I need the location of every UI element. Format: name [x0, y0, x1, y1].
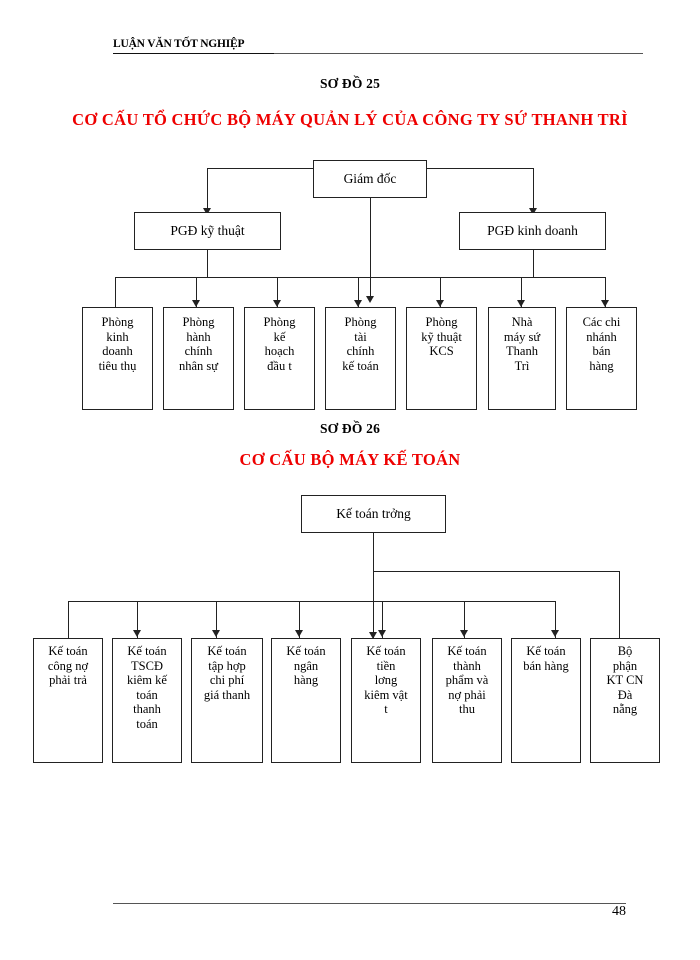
connector-drop-pgd-kt: [207, 168, 208, 210]
figure2-title: CƠ CẤU BỘ MÁY KẾ TOÁN: [239, 450, 461, 469]
header-rule: [113, 53, 643, 54]
connector-acct-4: [299, 601, 300, 638]
arrow-acct-7: [551, 630, 559, 637]
node-accounting-1[interactable]: Kế toán công nợ phải trả: [33, 638, 103, 763]
node-accounting-2-label: Kế toán TSCĐ kiêm kế toán thanh toán: [127, 644, 167, 731]
node-pgd-ky-thuat[interactable]: PGĐ kỹ thuật: [134, 212, 281, 250]
arrow-dept-4: [354, 300, 362, 307]
header-underline: [113, 53, 274, 54]
arrow-acct-6: [460, 630, 468, 637]
node-department-7[interactable]: Các chi nhánh bán hàng: [566, 307, 637, 410]
node-department-6-label: Nhà máy sứ Thanh Trì: [503, 315, 541, 373]
node-accounting-1-label: Kế toán công nợ phải trả: [47, 644, 89, 687]
node-department-2[interactable]: Phòng hành chính nhân sự: [163, 307, 234, 410]
connector-dept-6: [521, 277, 522, 308]
node-accounting-8[interactable]: Bộ phận KT CN Đà nẵng: [590, 638, 660, 763]
connector-acct-2: [137, 601, 138, 638]
node-accounting-4-label: Kế toán ngân hàng: [286, 644, 326, 687]
connector-acct-6: [464, 601, 465, 638]
connector-acct-7: [555, 601, 556, 638]
node-accounting-6-label: Kế toán thành phẩm và nợ phải thu: [445, 644, 489, 716]
connector-dept-3: [277, 277, 278, 308]
arrow-dept-5: [436, 300, 444, 307]
node-accounting-3-label: Kế toán tập hợp chi phí giá thanh: [203, 644, 251, 702]
node-giam-doc-label: Giám đốc: [343, 171, 397, 186]
connector-acct-3: [216, 601, 217, 638]
connector-acct-branch-right: [619, 571, 620, 648]
node-pgd-kinh-doanh[interactable]: PGĐ kinh doanh: [459, 212, 606, 250]
node-accounting-7-label: Kế toán bán hàng: [523, 644, 569, 673]
node-department-3[interactable]: Phòng kế hoạch đầu t: [244, 307, 315, 410]
arrow-root-center: [366, 296, 374, 303]
connector-root-center: [370, 198, 371, 298]
arrow-acct-3: [212, 630, 220, 637]
connector-drop-pgd-kd: [533, 168, 534, 210]
node-department-4-label: Phòng tài chính kế toán: [342, 315, 379, 373]
arrow-dept-6: [517, 300, 525, 307]
figure1-title: CƠ CẤU TỔ CHỨC BỘ MÁY QUẢN LÝ CỦA CÔNG T…: [72, 110, 628, 129]
figure1-number: SƠ ĐỒ 25: [319, 76, 381, 91]
node-accounting-4[interactable]: Kế toán ngân hàng: [271, 638, 341, 763]
arrow-dept-3: [273, 300, 281, 307]
connector-acct-1: [68, 601, 69, 638]
connector-acct-5: [382, 601, 383, 638]
node-ke-toan-truong[interactable]: Kế toán trởng: [301, 495, 446, 533]
running-header: LUẬN VĂN TỐT NGHIỆP: [113, 38, 643, 60]
bus-accounting: [68, 601, 555, 602]
node-department-2-label: Phòng hành chính nhân sự: [178, 315, 219, 373]
arrow-pgd-kd: [529, 208, 537, 215]
connector-root-right: [427, 168, 533, 169]
node-pgd-ky-thuat-label: PGĐ kỹ thuật: [170, 223, 245, 238]
connector-dept-7: [605, 277, 606, 308]
node-accounting-8-label: Bộ phận KT CN Đà nẵng: [606, 644, 644, 716]
node-department-6[interactable]: Nhà máy sứ Thanh Trì: [488, 307, 556, 410]
node-accounting-6[interactable]: Kế toán thành phẩm và nợ phải thu: [432, 638, 502, 763]
node-accounting-7[interactable]: Kế toán bán hàng: [511, 638, 581, 763]
node-accounting-5[interactable]: Kế toán tiền lơng kiêm vật t: [351, 638, 421, 763]
arrow-acct-center: [369, 632, 377, 639]
node-department-4[interactable]: Phòng tài chính kế toán: [325, 307, 396, 410]
node-accounting-2[interactable]: Kế toán TSCĐ kiêm kế toán thanh toán: [112, 638, 182, 763]
arrow-dept-7: [601, 300, 609, 307]
arrow-acct-2: [133, 630, 141, 637]
node-accounting-3[interactable]: Kế toán tập hợp chi phí giá thanh: [191, 638, 263, 763]
arrow-acct-4: [295, 630, 303, 637]
connector-pgdkt-to-bus: [207, 250, 208, 277]
connector-dept-4: [358, 277, 359, 308]
connector-acct-upper-branch: [373, 571, 619, 572]
connector-root-left: [207, 168, 313, 169]
header-title: LUẬN VĂN TỐT NGHIỆP: [113, 38, 245, 50]
connector-acct-spine: [373, 533, 374, 641]
connector-dept-5: [440, 277, 441, 308]
arrow-dept-2: [192, 300, 200, 307]
bus-departments: [115, 277, 605, 278]
figure2-number: SƠ ĐỒ 26: [319, 421, 381, 436]
node-department-3-label: Phòng kế hoạch đầu t: [263, 315, 296, 373]
connector-dept-1: [115, 277, 116, 308]
node-department-5-label: Phòng kỹ thuật KCS: [421, 315, 462, 358]
arrow-pgd-kt: [203, 208, 211, 215]
node-department-7-label: Các chi nhánh bán hàng: [582, 315, 621, 373]
footer-rule: [113, 903, 626, 904]
node-department-1[interactable]: Phòng kinh doanh tiêu thụ: [82, 307, 153, 410]
arrow-acct-5: [378, 630, 386, 637]
connector-dept-2: [196, 277, 197, 308]
page-number: 48: [612, 904, 626, 919]
node-department-1-label: Phòng kinh doanh tiêu thụ: [98, 315, 137, 373]
node-giam-doc[interactable]: Giám đốc: [313, 160, 427, 198]
node-department-5[interactable]: Phòng kỹ thuật KCS: [406, 307, 477, 410]
node-ke-toan-truong-label: Kế toán trởng: [336, 506, 411, 521]
connector-pgdkd-to-bus: [533, 250, 534, 277]
node-pgd-kinh-doanh-label: PGĐ kinh doanh: [487, 223, 578, 238]
node-accounting-5-label: Kế toán tiền lơng kiêm vật t: [364, 644, 408, 716]
